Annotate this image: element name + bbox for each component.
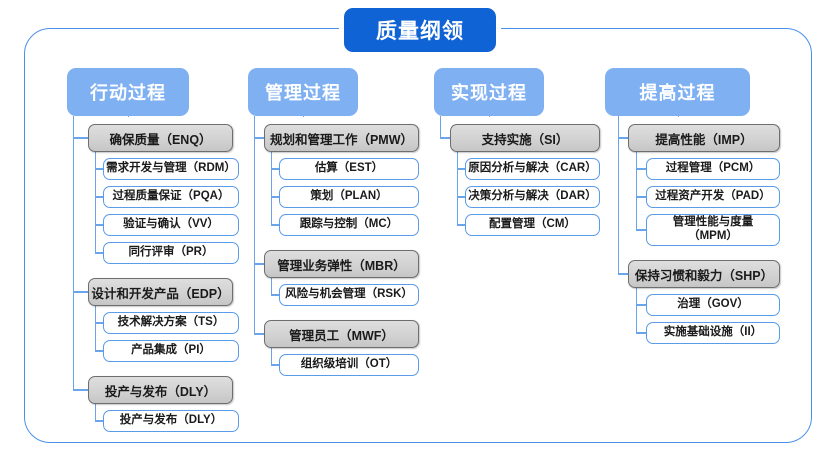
connector-category-subtrunk [95, 404, 97, 421]
column-header-3[interactable]: 实现过程 [434, 68, 544, 116]
category-box-4-1[interactable]: 提高性能（IMP） [628, 124, 780, 152]
connector-category-subtrunk [95, 306, 97, 351]
connector-category-subtrunk [271, 348, 273, 365]
leaf-box-2-1-3[interactable]: 跟踪与控制（MC） [279, 214, 419, 236]
connector-trunk-to-category [73, 291, 88, 293]
connector-trunk-to-category [618, 273, 628, 275]
leaf-box-4-2-2[interactable]: 实施基础设施（II） [646, 322, 780, 344]
connector-category-subtrunk [271, 278, 273, 295]
column-header-4[interactable]: 提高过程 [605, 68, 750, 116]
connector-category-to-leaf [271, 364, 279, 366]
connector-column-trunk [73, 116, 75, 390]
connector-category-subtrunk [271, 152, 273, 225]
leaf-box-2-3-1[interactable]: 组织级培训（OT） [279, 354, 419, 376]
connector-header-stem [677, 116, 679, 117]
category-box-2-3[interactable]: 管理员工（MWF） [264, 320, 419, 348]
connector-category-subtrunk [636, 288, 638, 333]
connector-category-to-leaf [95, 252, 103, 254]
leaf-box-1-1-4[interactable]: 同行评审（PR） [103, 242, 239, 264]
leaf-box-3-1-3[interactable]: 配置管理（CM） [465, 214, 600, 236]
connector-category-to-leaf [636, 229, 646, 231]
connector-category-to-leaf [95, 224, 103, 226]
leaf-box-4-1-1[interactable]: 过程管理（PCM） [646, 158, 780, 180]
connector-category-to-leaf [271, 196, 279, 198]
category-box-1-3[interactable]: 投产与发布（DLY） [88, 376, 233, 404]
connector-category-to-leaf [636, 168, 646, 170]
connector-category-to-leaf [457, 168, 465, 170]
connector-trunk-to-category [254, 263, 264, 265]
connector-category-to-leaf [636, 304, 646, 306]
leaf-box-1-2-2[interactable]: 产品集成（PI） [103, 340, 239, 362]
connector-category-to-leaf [636, 332, 646, 334]
category-box-4-2[interactable]: 保持习惯和毅力（SHP） [628, 260, 780, 288]
connector-category-to-leaf [95, 168, 103, 170]
leaf-box-2-1-2[interactable]: 策划（PLAN） [279, 186, 419, 208]
category-box-1-1[interactable]: 确保质量（ENQ） [88, 124, 233, 152]
connector-category-to-leaf [457, 196, 465, 198]
category-box-3-1[interactable]: 支持实施（SI） [450, 124, 600, 152]
category-box-2-2[interactable]: 管理业务弹性（MBR） [264, 250, 419, 278]
connector-category-to-leaf [95, 420, 103, 422]
leaf-box-1-1-1[interactable]: 需求开发与管理（RDM） [103, 158, 239, 180]
leaf-box-1-1-3[interactable]: 验证与确认（VV） [103, 214, 239, 236]
leaf-box-3-1-2[interactable]: 决策分析与解决（DAR） [465, 186, 600, 208]
leaf-box-1-3-1[interactable]: 投产与发布（DLY） [103, 410, 239, 432]
connector-category-subtrunk [457, 152, 459, 225]
connector-category-to-leaf [271, 224, 279, 226]
connector-category-to-leaf [95, 196, 103, 198]
connector-category-to-leaf [271, 294, 279, 296]
connector-trunk-to-category [440, 137, 450, 139]
connector-category-subtrunk [95, 152, 97, 253]
connector-category-to-leaf [95, 322, 103, 324]
connector-category-to-leaf [271, 168, 279, 170]
column-header-2[interactable]: 管理过程 [248, 68, 358, 116]
connector-category-to-leaf [636, 196, 646, 198]
category-box-1-2[interactable]: 设计和开发产品（EDP） [88, 278, 233, 306]
leaf-box-4-1-3[interactable]: 管理性能与度量（MPM） [646, 214, 780, 246]
connector-trunk-to-category [73, 389, 88, 391]
leaf-box-3-1-1[interactable]: 原因分析与解决（CAR） [465, 158, 600, 180]
connector-column-trunk [618, 116, 620, 274]
leaf-box-1-2-1[interactable]: 技术解决方案（TS） [103, 312, 239, 334]
column-header-1[interactable]: 行动过程 [67, 68, 189, 116]
connector-column-trunk [440, 116, 442, 138]
connector-category-to-leaf [95, 350, 103, 352]
connector-column-trunk [254, 116, 256, 334]
connector-category-subtrunk [636, 152, 638, 230]
leaf-box-2-2-1[interactable]: 风险与机会管理（RSK） [279, 284, 419, 306]
connector-trunk-to-category [73, 137, 88, 139]
connector-category-to-leaf [457, 224, 465, 226]
connector-header-stem [303, 116, 305, 117]
connector-trunk-to-category [618, 137, 628, 139]
diagram-title: 质量纲领 [344, 8, 496, 52]
connector-header-stem [128, 116, 130, 117]
connector-header-stem [489, 116, 491, 117]
connector-trunk-to-category [254, 137, 264, 139]
leaf-box-2-1-1[interactable]: 估算（EST） [279, 158, 419, 180]
leaf-box-4-1-2[interactable]: 过程资产开发（PAD） [646, 186, 780, 208]
leaf-box-4-2-1[interactable]: 治理（GOV） [646, 294, 780, 316]
connector-trunk-to-category [254, 333, 264, 335]
leaf-box-1-1-2[interactable]: 过程质量保证（PQA） [103, 186, 239, 208]
category-box-2-1[interactable]: 规划和管理工作（PMW） [264, 124, 419, 152]
